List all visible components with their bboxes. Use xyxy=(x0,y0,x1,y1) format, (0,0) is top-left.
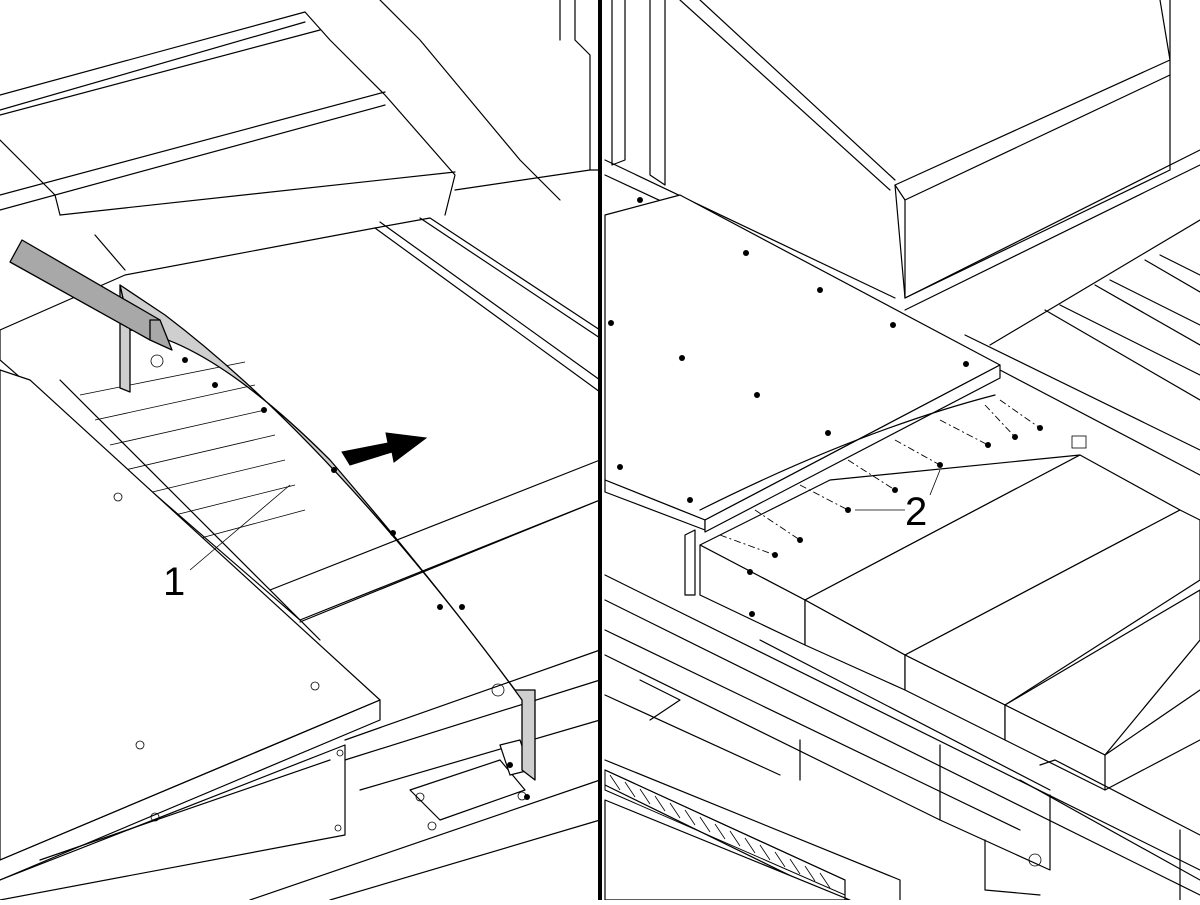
hatched-section xyxy=(609,774,831,889)
callout-2-label: 2 xyxy=(905,490,927,534)
upper-housing xyxy=(0,0,601,271)
callout-1: 1 xyxy=(163,484,291,604)
callout-2: 2 xyxy=(855,469,941,534)
lever-tool-icon xyxy=(9,239,173,351)
lifted-plate xyxy=(604,194,1001,596)
upper-enclosure xyxy=(604,0,1200,311)
screw-positions-part-2 xyxy=(719,399,1043,617)
panel-divider xyxy=(598,0,602,900)
telescopic-segments xyxy=(699,394,1200,791)
bottom-rails xyxy=(249,649,601,901)
ribbed-cover xyxy=(964,219,1200,476)
direction-arrow-icon xyxy=(341,432,428,466)
front-plate xyxy=(0,369,381,901)
right-panel: 2 xyxy=(604,0,1200,901)
left-panel: 1 xyxy=(0,0,601,901)
callout-1-label: 1 xyxy=(163,560,185,604)
